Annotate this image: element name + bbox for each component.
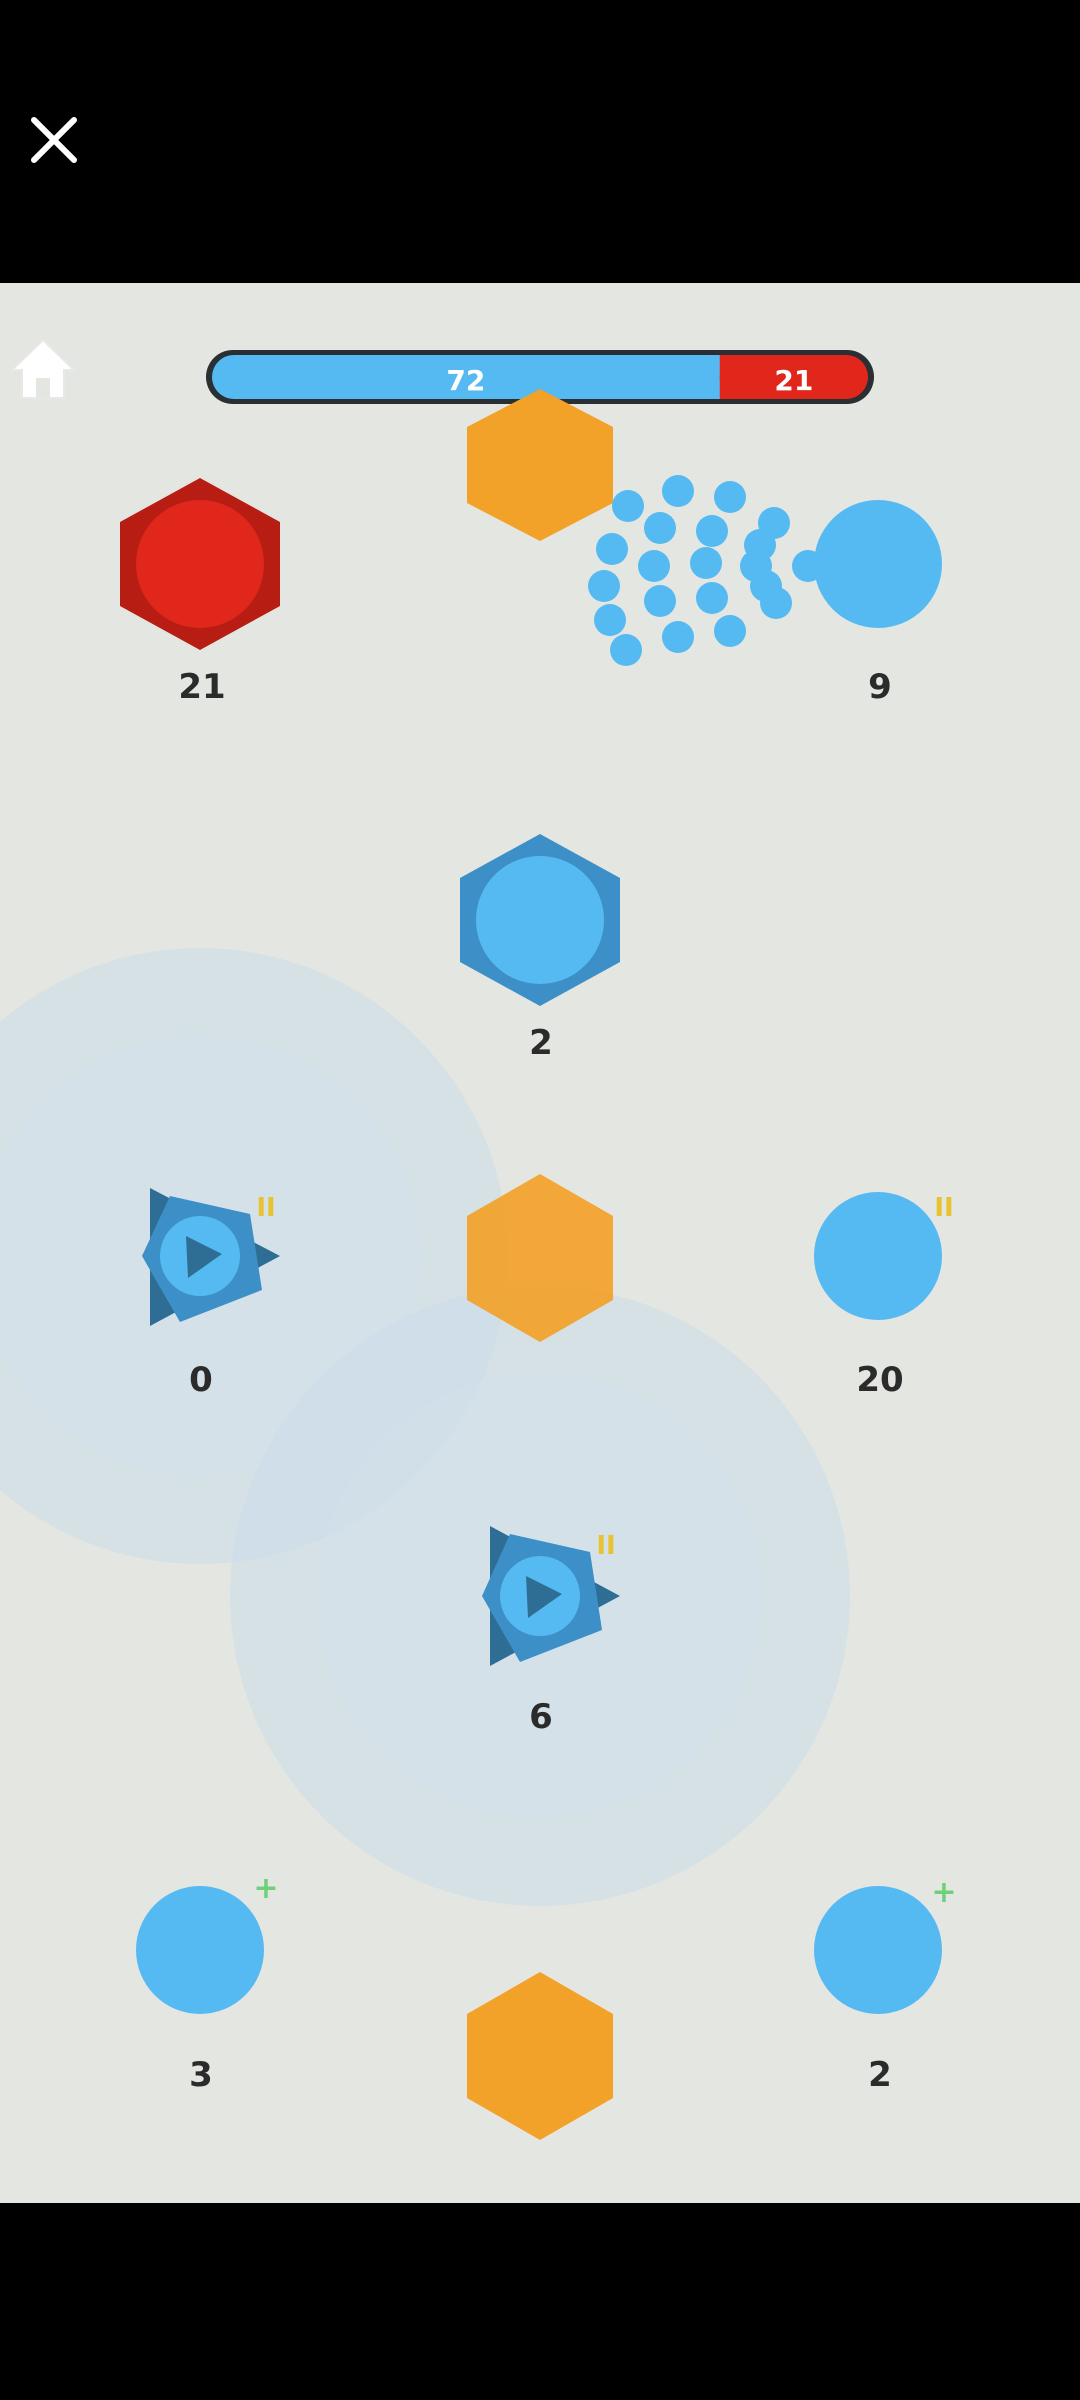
plus-icon: + xyxy=(253,1871,278,1906)
game-board[interactable]: 72 21 21 xyxy=(0,283,1080,2203)
score-bar: 72 21 xyxy=(206,350,874,404)
upgrade-icon: II xyxy=(934,1193,953,1223)
neutral-hex-bottom[interactable] xyxy=(467,1972,613,2140)
plus-icon: + xyxy=(931,1875,956,1910)
tower-center[interactable]: II 6 xyxy=(482,1526,620,1737)
tower-center-count: 6 xyxy=(529,1697,553,1737)
troop-swarm xyxy=(588,475,824,666)
red-score: 21 xyxy=(774,364,813,397)
bottom-bar xyxy=(0,2203,1080,2400)
tower-left[interactable]: II 0 xyxy=(142,1188,280,1400)
top-bar xyxy=(0,0,1080,283)
red-hex-count: 21 xyxy=(178,667,225,707)
score-bar-red xyxy=(719,355,868,399)
neutral-hex-middle[interactable] xyxy=(467,1174,613,1342)
game-canvas[interactable]: 72 21 21 xyxy=(0,283,1080,2203)
blue-circle-mid-right[interactable]: II 20 xyxy=(814,1192,954,1400)
blue-circle-bottom-right[interactable]: + 2 xyxy=(814,1875,957,2095)
blue-circle-mid-right-count: 20 xyxy=(856,1360,903,1400)
blue-hex-center[interactable]: 2 xyxy=(460,834,620,1063)
blue-circle-top-right-count: 9 xyxy=(868,667,892,707)
red-hex-base[interactable]: 21 xyxy=(120,478,280,707)
blue-circle-bottom-right-count: 2 xyxy=(868,2055,892,2095)
upgrade-icon: II xyxy=(256,1193,275,1223)
upgrade-icon: II xyxy=(596,1531,615,1561)
score-bar-blue xyxy=(212,355,742,399)
tower-left-count: 0 xyxy=(189,1360,213,1400)
blue-circle-top-right[interactable]: 9 xyxy=(814,500,942,707)
neutral-hex-top[interactable] xyxy=(467,389,613,541)
blue-circle-bottom-left[interactable]: + 3 xyxy=(136,1871,279,2095)
blue-hex-center-count: 2 xyxy=(529,1023,553,1063)
close-icon[interactable] xyxy=(22,108,86,172)
blue-circle-bottom-left-count: 3 xyxy=(189,2055,213,2095)
home-icon[interactable] xyxy=(9,338,77,399)
blue-score: 72 xyxy=(446,364,485,397)
